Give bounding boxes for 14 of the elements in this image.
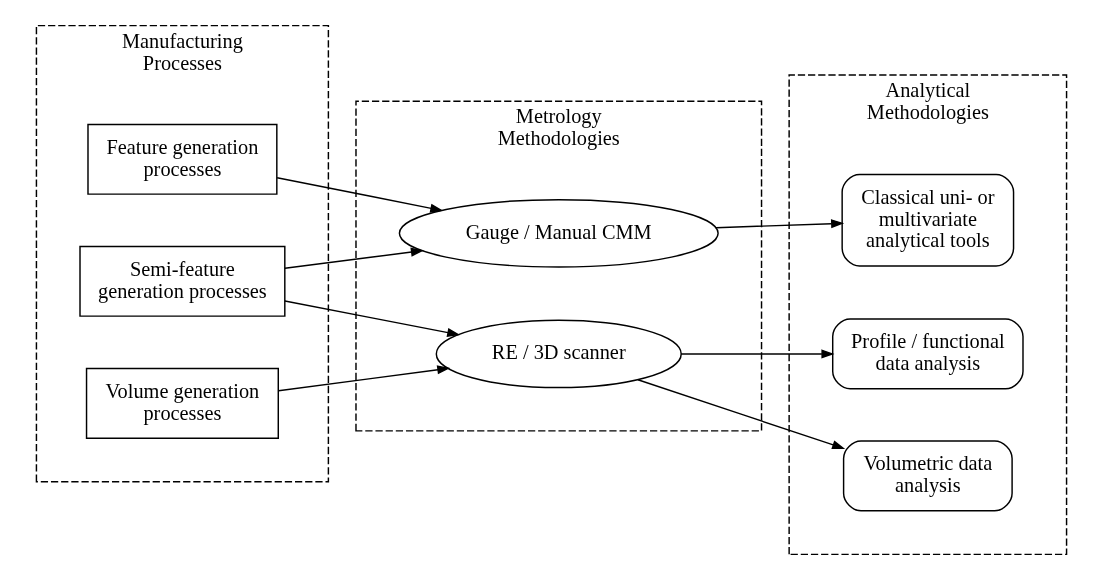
arrow: [276, 177, 444, 213]
arrow: [637, 379, 846, 450]
node-ellipse: Gauge / Manual CMM: [398, 198, 719, 268]
arrow: [277, 365, 451, 392]
node-box: Classical uni- or multivariate analytical tools: [841, 173, 1015, 267]
node-box: Volumetric data analysis: [842, 440, 1013, 512]
arrow: [715, 219, 845, 229]
node-box: Semi-feature generation processes: [79, 245, 286, 317]
node-box: Profile / functional data analysis: [832, 318, 1024, 390]
node-box: Volume generation processes: [85, 367, 279, 439]
arrow: [680, 349, 835, 359]
arrow: [284, 300, 461, 338]
node-box: Feature generation processes: [87, 123, 278, 195]
arrow: [284, 247, 424, 270]
